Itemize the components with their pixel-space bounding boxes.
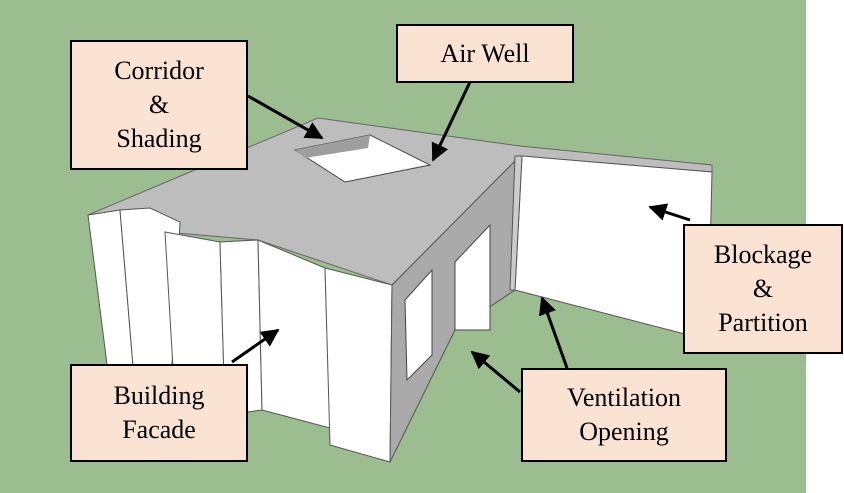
label-blockage-line-2: & <box>752 274 774 303</box>
partition-wall-edge <box>509 155 523 291</box>
label-corridor-line-3: Shading <box>116 124 202 153</box>
ventilation-door <box>454 223 491 331</box>
ventilation-arrow-1 <box>470 350 521 394</box>
label-blockage-line-1: Blockage <box>713 240 813 269</box>
label-blockage-partition: Blockage & Partition <box>683 224 843 354</box>
label-ventilation-line-2: Opening <box>579 417 669 446</box>
ventilation-window <box>404 268 433 382</box>
ventilation-arrow-2 <box>538 296 569 369</box>
facade-wall-mid-3 <box>257 239 331 429</box>
label-corridor-shading: Corridor & Shading <box>70 40 248 170</box>
label-corridor-line-2: & <box>148 90 170 119</box>
label-facade-line-2: Facade <box>122 415 196 444</box>
air-well-inner-shadow <box>295 135 370 158</box>
corridor-arrow <box>247 94 324 140</box>
facade-wall-front <box>324 267 393 463</box>
label-blockage-line-3: Partition <box>718 308 808 337</box>
blockage-arrow <box>648 203 691 222</box>
label-building-facade: Building Facade <box>70 364 248 462</box>
label-facade-line-1: Building <box>113 381 205 410</box>
label-ventilation-opening: Ventilation Opening <box>521 368 727 462</box>
label-corridor-line-1: Corridor <box>114 56 204 85</box>
air-well-arrow <box>431 81 472 162</box>
label-ventilation-line-1: Ventilation <box>566 383 682 412</box>
label-air-well: Air Well <box>396 24 574 83</box>
facade-arrow <box>231 328 280 364</box>
label-air-well-line-1: Air Well <box>440 38 530 68</box>
